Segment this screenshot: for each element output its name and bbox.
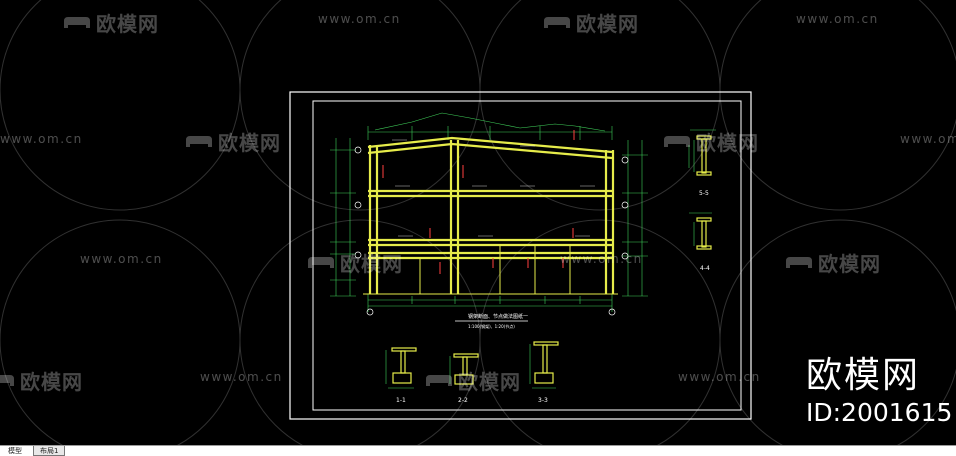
- watermark-badge: 欧模网 ID:2001615: [806, 355, 953, 427]
- section-label-1-1: 1-1: [396, 397, 406, 404]
- layout-tab-bar: 模型 布局1: [0, 445, 956, 456]
- tab-layout1[interactable]: 布局1: [33, 446, 66, 456]
- cad-drawing-viewport[interactable]: 钢架断面、节点做法图纸一 1:100(钢架)、1:20(节点) 5-5 4-4: [0, 0, 956, 445]
- detail-3-3: [529, 341, 559, 389]
- tab-model[interactable]: 模型: [2, 446, 28, 456]
- watermark-brand-large: 欧模网: [806, 355, 921, 396]
- sheet-inner-border: [312, 100, 742, 411]
- cad-drawing: 钢架断面、节点做法图纸一 1:100(钢架)、1:20(节点) 5-5 4-4: [0, 0, 956, 445]
- detail-4-4: [689, 212, 712, 250]
- drawing-subtitle: 1:100(钢架)、1:20(节点): [468, 323, 515, 329]
- section-label-3-3: 3-3: [538, 397, 548, 404]
- sheet-outer-border: [289, 91, 752, 420]
- section-label-5-5: 5-5: [699, 190, 709, 197]
- drawing-title: 钢架断面、节点做法图纸一: [468, 313, 528, 320]
- watermark-arcs: [0, 0, 956, 445]
- detail-5-5: [688, 129, 716, 176]
- detail-1-1: [385, 347, 417, 389]
- section-label-2-2: 2-2: [458, 397, 468, 404]
- section-label-4-4: 4-4: [700, 265, 710, 272]
- frame-section: [330, 112, 648, 316]
- watermark-id: ID:2001615: [806, 398, 953, 427]
- detail-2-2: [449, 353, 479, 385]
